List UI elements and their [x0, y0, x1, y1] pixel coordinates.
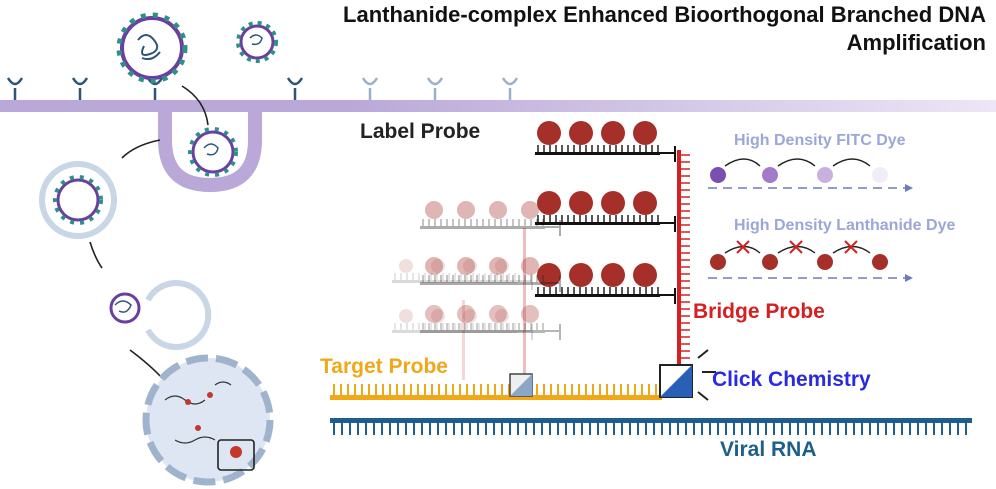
diagram-title-line1: Lanthanide-complex Enhanced Bioorthogona… [343, 2, 986, 27]
receptor-icons [6, 77, 519, 100]
faded-label-probe-row [392, 259, 533, 290]
lanthanide-dye-label: High Density Lanthanide Dye [734, 217, 956, 234]
faded-label-probe-row [420, 201, 561, 236]
fitc-dye-diagram [708, 158, 913, 192]
target-probe-label: Target Probe [320, 355, 448, 378]
fitc-dye-label: High Density FITC Dye [734, 132, 906, 149]
faded-label-probe-row [420, 257, 561, 292]
target-probe-strand [330, 384, 662, 400]
virus-icon-large [116, 12, 188, 84]
diagram-title-line2: Amplification [846, 30, 986, 55]
virus-icon-entering [188, 127, 238, 177]
endosome-icon [39, 161, 117, 239]
virus-icon-small [236, 21, 278, 63]
viral-rna-label: Viral RNA [720, 438, 817, 461]
bridge-probe-strand [677, 150, 690, 370]
label-probe-row [535, 263, 676, 304]
click-chemistry-connector-faded [509, 373, 533, 397]
label-probe-row [535, 121, 676, 162]
label-probe-row [535, 191, 676, 232]
faded-bridge-probes [462, 228, 526, 380]
faded-label-probe-rows [392, 201, 561, 340]
click-chemistry-connector [659, 349, 716, 401]
lanthanide-dye-diagram [708, 240, 913, 282]
faded-label-probe-row [420, 305, 561, 340]
click-chemistry-label: Click Chemistry [712, 368, 871, 391]
viral-rna-strand [330, 418, 972, 435]
uncoating-vesicle-icon [109, 280, 212, 350]
faded-label-probe-row [392, 309, 533, 340]
cell-membrane [0, 100, 996, 193]
nucleus-icon [142, 354, 274, 486]
label-probe-label: Label Probe [360, 120, 481, 143]
bridge-probe-label: Bridge Probe [693, 300, 825, 323]
label-probe-rows [535, 121, 676, 304]
